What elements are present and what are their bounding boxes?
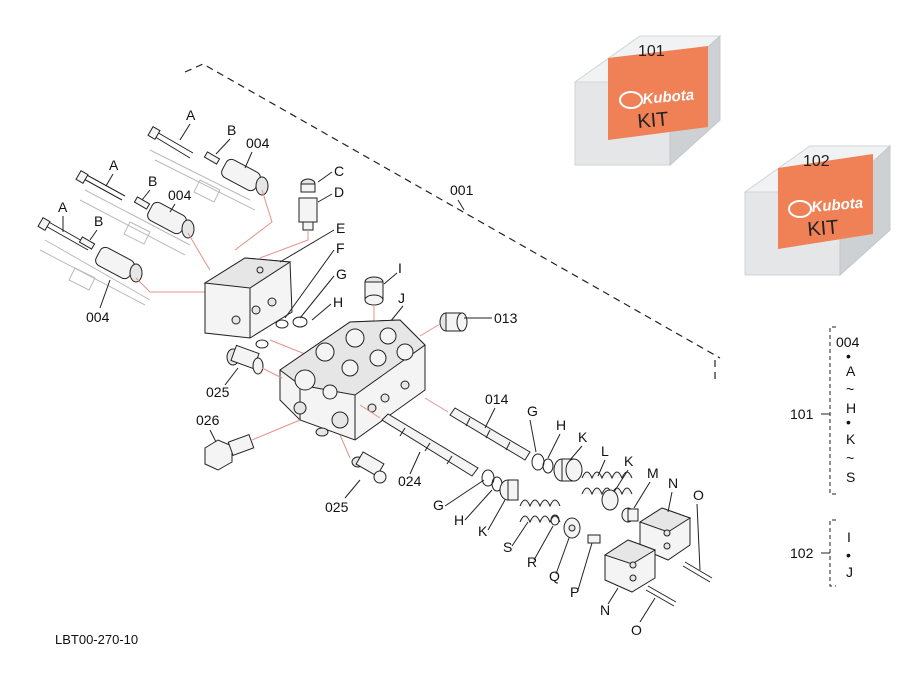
legend-101-ref: 101 [790, 406, 814, 422]
callout-004-3: 004 [86, 309, 110, 325]
callout-D: D [334, 184, 344, 200]
legend-101-line-9: S [846, 469, 855, 485]
callout-N-2: N [600, 602, 610, 618]
callout-A-3: A [58, 199, 68, 215]
callout-B-3: B [94, 213, 103, 229]
fitting-025-upper [226, 344, 283, 379]
assembly-001-bracket: 001 [184, 63, 721, 380]
callout-Q: Q [549, 568, 560, 584]
callout-S: S [503, 539, 512, 555]
callout-013: 013 [494, 310, 518, 326]
callout-025-2: 025 [325, 499, 349, 515]
callout-G-2: G [527, 403, 538, 419]
callout-026: 026 [196, 412, 220, 428]
kit-101-label: KIT [637, 108, 670, 133]
callout-A-1: A [186, 107, 196, 123]
callout-L: L [601, 443, 609, 459]
callout-P: P [570, 584, 579, 600]
callout-O-2: O [631, 622, 642, 638]
legend-102-line-3: J [846, 564, 853, 580]
spool-parts-lower [481, 469, 677, 607]
callout-004-2: 004 [168, 187, 192, 203]
kit-101-number: 101 [638, 43, 665, 60]
solenoid-group [37, 125, 273, 306]
callout-H-2: H [556, 417, 566, 433]
spool-parts-upper [531, 453, 713, 583]
callout-K-2: K [624, 453, 634, 469]
block-E [203, 257, 293, 339]
callout-G-3: G [433, 497, 444, 513]
callout-M: M [647, 465, 659, 481]
main-valve-body [279, 319, 426, 441]
callout-H-3: H [454, 512, 464, 528]
callout-N-1: N [668, 475, 678, 491]
legend-102-line-1: I [847, 529, 851, 545]
kit-box-101: Kubota KIT 101 [573, 34, 722, 167]
callout-R: R [527, 554, 537, 570]
callout-B-1: B [227, 122, 236, 138]
callout-H-1: H [333, 294, 343, 310]
fitting-025-lower [339, 434, 387, 484]
legend-101-line-3: A [846, 363, 856, 379]
legend-101-line-6: • [846, 414, 851, 430]
legend-102-ref: 102 [790, 545, 814, 561]
plug-013 [419, 312, 468, 337]
callout-C: C [334, 163, 344, 179]
legend-101: 101 004 • A ~ H • K ~ S [790, 326, 860, 495]
legend-102-line-2: • [846, 547, 851, 563]
callout-O-1: O [693, 487, 704, 503]
spool-024 [359, 404, 479, 477]
callout-G-1: G [336, 266, 347, 282]
label-001: 001 [450, 182, 474, 198]
kit-101-brand: Kubota [642, 87, 695, 108]
fitting-026 [204, 419, 301, 471]
callout-E: E [336, 220, 345, 236]
callout-004-1: 004 [246, 135, 270, 151]
callout-025-1: 025 [206, 384, 230, 400]
drawing-code: LBT00-270-10 [55, 632, 138, 647]
callout-014: 014 [485, 391, 509, 407]
legend-101-line-2: • [846, 348, 851, 364]
callout-K-1: K [578, 429, 588, 445]
callout-K-3: K [478, 523, 488, 539]
legend-101-line-8: ~ [846, 450, 854, 466]
legend-101-line-5: H [846, 400, 856, 416]
kit-102-label: KIT [807, 216, 840, 241]
spool-014 [424, 397, 531, 461]
kit-102-number: 102 [803, 153, 830, 170]
kit-box-102: Kubota KIT 102 [743, 144, 892, 277]
callout-J: J [398, 290, 405, 306]
callout-024: 024 [398, 473, 422, 489]
callout-I: I [398, 260, 402, 276]
legend-101-line-4: ~ [846, 381, 854, 397]
callout-F: F [336, 240, 345, 256]
fittings-C-D [259, 178, 318, 259]
legend-101-line-7: K [846, 431, 856, 447]
kit-102-brand: Kubota [811, 195, 864, 216]
fitting-I [364, 276, 384, 322]
legend-102: 102 I • J [790, 519, 853, 587]
callout-B-2: B [148, 173, 157, 189]
callout-A-2: A [109, 157, 119, 173]
legend-101-line-1: 004 [836, 334, 860, 350]
